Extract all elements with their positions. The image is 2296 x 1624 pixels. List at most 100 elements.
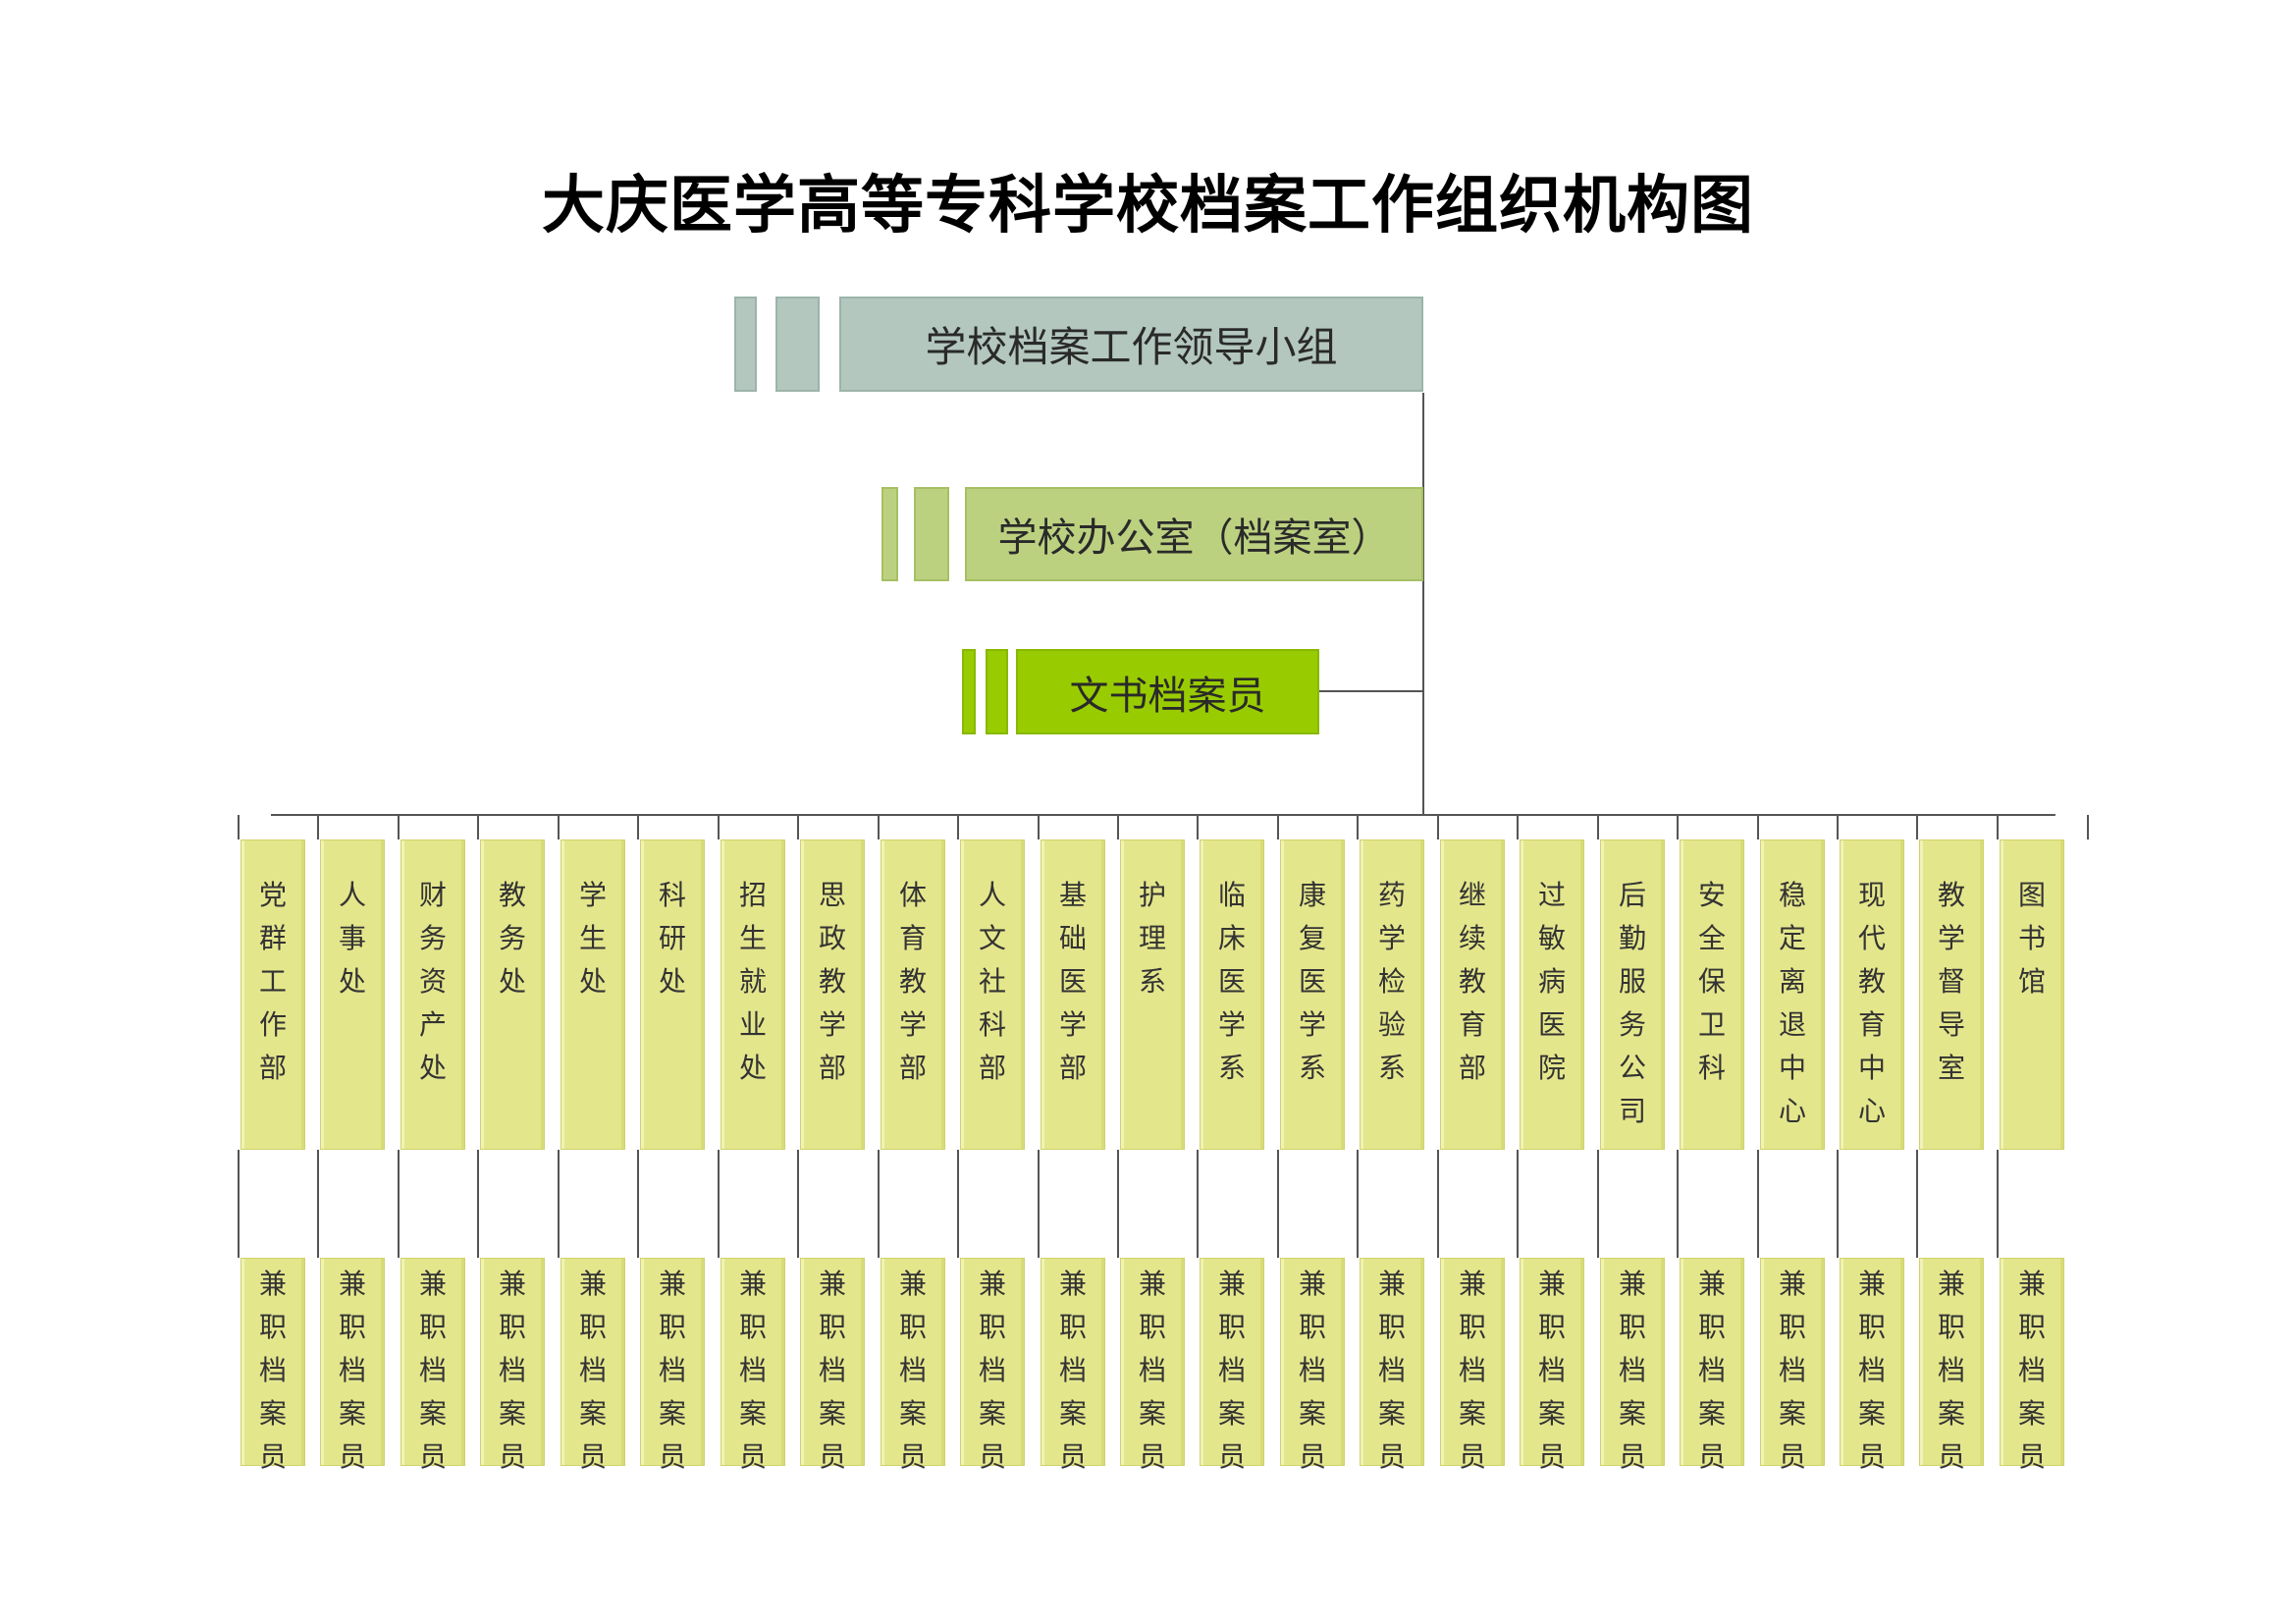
department-box[interactable]: 护理系	[1120, 839, 1185, 1150]
department-name-char: 系	[1138, 965, 1166, 998]
part-time-archivist-box[interactable]: 兼职档案员	[1840, 1258, 1904, 1473]
school-office-archives-room-box[interactable]: 学校办公室（档案室）	[965, 487, 1423, 581]
archives-leading-group-box[interactable]: 学校档案工作领导小组	[839, 297, 1423, 392]
part-time-archivist-box[interactable]: 兼职档案员	[1520, 1258, 1584, 1473]
department-box[interactable]: 后勤服务公司	[1600, 839, 1665, 1150]
department-box[interactable]: 财务资产处	[400, 839, 465, 1150]
department-name-char: 勤	[1618, 922, 1646, 954]
department-box[interactable]: 基础医学部	[1041, 839, 1105, 1150]
part-time-archivist-box[interactable]: 兼职档案员	[800, 1258, 865, 1473]
archivist-label-char: 兼	[818, 1268, 846, 1300]
part-time-archivist-box[interactable]: 兼职档案员	[1041, 1258, 1105, 1473]
department-name-char: 处	[738, 1052, 767, 1084]
department-name-char: 院	[1537, 1052, 1566, 1084]
part-time-archivist-box[interactable]: 兼职档案员	[1440, 1258, 1505, 1473]
department-box[interactable]: 教务处	[480, 839, 545, 1150]
department-box[interactable]: 人文社科部	[960, 839, 1025, 1150]
department-box[interactable]: 体育教学部	[881, 839, 945, 1150]
department-name-char: 续	[1458, 922, 1486, 954]
archivist-label-char: 职	[498, 1311, 526, 1343]
archivist-label-char: 案	[1857, 1397, 1886, 1430]
department-box[interactable]: 过敏病医院	[1520, 839, 1584, 1150]
document-archivist-box[interactable]: 文书档案员	[1016, 649, 1319, 734]
department-name-char: 党	[258, 879, 287, 911]
part-time-archivist-box[interactable]: 兼职档案员	[561, 1258, 625, 1473]
department-box[interactable]: 人事处	[320, 839, 385, 1150]
department-box[interactable]: 科研处	[640, 839, 705, 1150]
part-time-archivist-box[interactable]: 兼职档案员	[240, 1258, 305, 1473]
part-time-archivist-box[interactable]: 兼职档案员	[1600, 1258, 1665, 1473]
part-time-archivist-box[interactable]: 兼职档案员	[1680, 1258, 1744, 1473]
department-box[interactable]: 继续教育部	[1440, 839, 1505, 1150]
department-name-char: 稳	[1778, 879, 1806, 911]
archivist-label-char: 员	[1537, 1440, 1566, 1473]
department-name-char: 教	[498, 879, 526, 911]
archivist-label-char: 职	[818, 1311, 846, 1343]
department-box[interactable]: 党群工作部	[240, 839, 305, 1150]
department-name-char: 基	[1058, 879, 1087, 911]
department-box[interactable]: 安全保卫科	[1680, 839, 1744, 1150]
department-box[interactable]: 图书馆	[2000, 839, 2064, 1150]
archivist-label-char: 案	[658, 1397, 686, 1430]
part-time-archivist-box[interactable]: 兼职档案员	[1919, 1258, 1984, 1473]
part-time-archivist-box[interactable]: 兼职档案员	[881, 1258, 945, 1473]
part-time-archivist-box[interactable]: 兼职档案员	[1120, 1258, 1185, 1473]
part-time-archivist-box[interactable]: 兼职档案员	[480, 1258, 545, 1473]
part-time-archivist-box[interactable]: 兼职档案员	[1280, 1258, 1345, 1473]
level1-accent-bar-2	[775, 297, 820, 392]
level2-accent-bar-1	[881, 487, 898, 581]
department-name-char: 政	[818, 922, 846, 954]
part-time-archivist-box[interactable]: 兼职档案员	[2000, 1258, 2064, 1473]
archivist-label-char: 职	[1217, 1311, 1246, 1343]
archivist-label-char: 档	[658, 1354, 686, 1386]
archivist-label-char: 兼	[1857, 1268, 1886, 1300]
part-time-archivist-box[interactable]: 兼职档案员	[320, 1258, 385, 1473]
department-box[interactable]: 稳定离退中心	[1760, 839, 1825, 1150]
part-time-archivist-box[interactable]: 兼职档案员	[960, 1258, 1025, 1473]
department-box[interactable]: 临床医学系	[1200, 839, 1264, 1150]
archivist-label-char: 档	[1138, 1354, 1166, 1386]
part-time-archivist-box[interactable]: 兼职档案员	[400, 1258, 465, 1473]
department-name-char: 部	[1458, 1052, 1486, 1084]
department-box[interactable]: 思政教学部	[800, 839, 865, 1150]
archivist-label-char: 职	[418, 1311, 447, 1343]
archivist-label-char: 员	[498, 1440, 526, 1473]
department-name-char: 招	[738, 879, 767, 911]
archivist-label-char: 档	[1537, 1354, 1566, 1386]
part-time-archivist-box[interactable]: 兼职档案员	[1760, 1258, 1825, 1473]
archivist-label-char: 员	[818, 1440, 846, 1473]
department-box[interactable]: 学生处	[561, 839, 625, 1150]
department-name-char: 财	[418, 879, 447, 911]
archivist-label-char: 兼	[1697, 1268, 1726, 1300]
part-time-archivist-box[interactable]: 兼职档案员	[1200, 1258, 1264, 1473]
department-box[interactable]: 教学督导室	[1919, 839, 1984, 1150]
archivist-label-char: 案	[2017, 1397, 2046, 1430]
archivist-label-char: 案	[1138, 1397, 1166, 1430]
department-box[interactable]: 现代教育中心	[1840, 839, 1904, 1150]
part-time-archivist-box[interactable]: 兼职档案员	[640, 1258, 705, 1473]
archivist-label-char: 案	[898, 1397, 927, 1430]
department-name-char: 代	[1857, 922, 1886, 954]
department-name-char: 教	[818, 965, 846, 998]
archivist-label-char: 兼	[1217, 1268, 1246, 1300]
archivist-label-char: 案	[1217, 1397, 1246, 1430]
archivist-label-char: 员	[1377, 1440, 1406, 1473]
part-time-archivist-box[interactable]: 兼职档案员	[721, 1258, 785, 1473]
department-name-char: 人	[338, 879, 366, 911]
department-name-char: 就	[738, 965, 767, 998]
archivist-label-char: 档	[738, 1354, 767, 1386]
archivist-label-char: 案	[1377, 1397, 1406, 1430]
department-box[interactable]: 康复医学系	[1280, 839, 1345, 1150]
part-time-archivist-box[interactable]: 兼职档案员	[1360, 1258, 1424, 1473]
department-name-char: 病	[1537, 965, 1566, 998]
department-name-char: 医	[1217, 965, 1246, 998]
archivist-label-char: 兼	[978, 1268, 1006, 1300]
department-box[interactable]: 药学检验系	[1360, 839, 1424, 1150]
archivist-label-char: 档	[1058, 1354, 1087, 1386]
archivist-label-char: 档	[1618, 1354, 1646, 1386]
archivist-label-char: 兼	[1058, 1268, 1087, 1300]
department-box[interactable]: 招生就业处	[721, 839, 785, 1150]
department-name-char: 学	[1377, 922, 1406, 954]
department-name-char: 过	[1537, 879, 1566, 911]
